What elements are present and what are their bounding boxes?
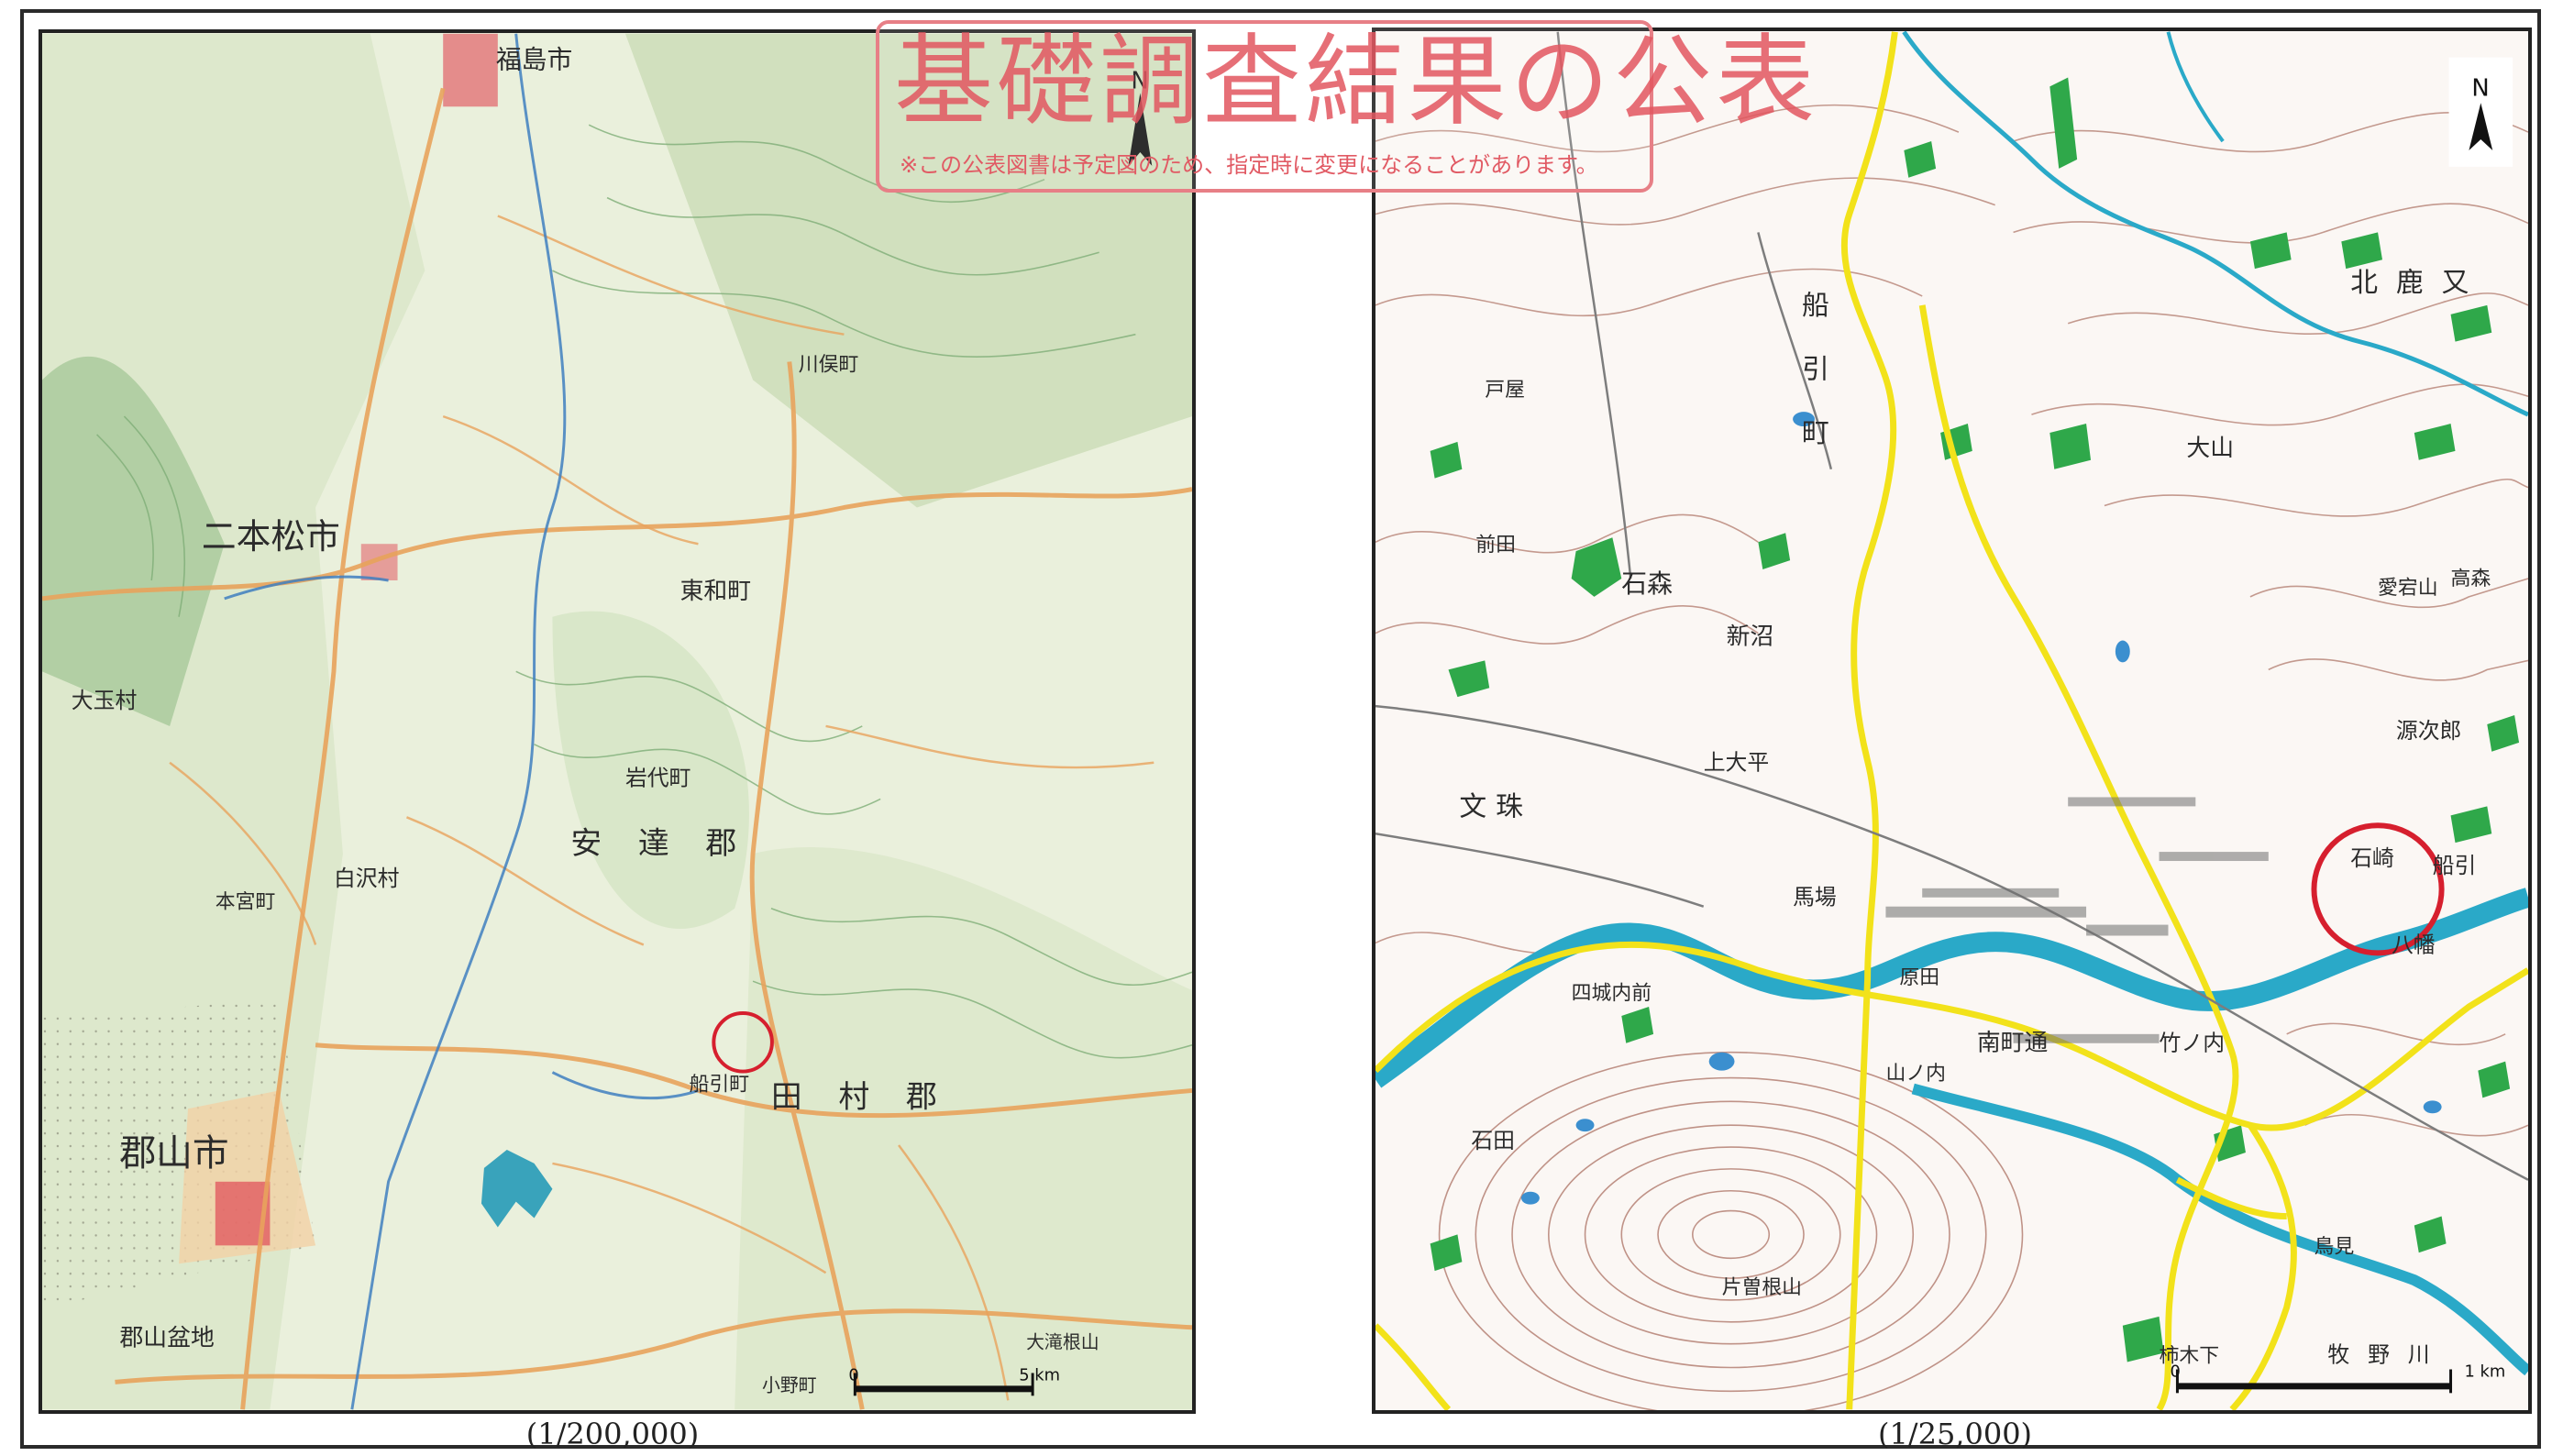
place-label: 片曽根山 — [1722, 1276, 1802, 1299]
place-label: 石森 — [1621, 568, 1673, 599]
place-label: 源次郎 — [2396, 718, 2461, 744]
place-label: 愛宕山 — [2378, 577, 2438, 600]
place-label: 牧野川 — [2327, 1342, 2447, 1368]
place-label: 小野町 — [762, 1374, 817, 1395]
scale-caption-left: (1/200,000) — [525, 1417, 700, 1451]
north-arrow-icon: N — [2448, 57, 2513, 167]
stamp-note: ※この公表図書は予定図のため、指定時に変更になることがあります。 — [900, 152, 1598, 178]
svg-text:N: N — [2471, 74, 2489, 102]
place-label: 戸屋 — [1485, 379, 1525, 402]
place-label: 上大平 — [1704, 750, 1769, 776]
svg-text:0: 0 — [2170, 1362, 2180, 1381]
scale-bar: 0 5 km — [848, 1365, 1060, 1396]
disclosure-stamp: 基礎調査結果の公表 ※この公表図書は予定図のため、指定時に変更になることがありま… — [876, 20, 1815, 193]
place-label: 川俣町 — [799, 353, 859, 376]
place-label: 四城内前 — [1572, 982, 1652, 1005]
svg-text:0: 0 — [848, 1365, 858, 1384]
place-label: 南町通 — [1977, 1030, 2049, 1057]
place-label: 二本松市 — [202, 516, 340, 557]
place-label: 本宮町 — [215, 891, 276, 914]
place-label: 大滝根山 — [1026, 1332, 1099, 1353]
place-label: 山ノ内 — [1885, 1063, 1946, 1086]
place-label: 新沼 — [1727, 623, 1774, 651]
place-label: 高森 — [2451, 568, 2491, 590]
place-label: 原田 — [1899, 966, 1939, 989]
place-label: 竹ノ内 — [2160, 1031, 2225, 1056]
place-label: 郡山市 — [119, 1132, 228, 1175]
place-label: 町 — [1802, 417, 1829, 449]
scale-caption-right: (1/25,000) — [1877, 1417, 2033, 1451]
overview-map[interactable]: 福島市 二本松市 郡山市 大玉村 安達郡 田村郡 船引町 川俣町 東和町 岩代町… — [39, 29, 1196, 1414]
place-label: 東和町 — [680, 578, 751, 605]
place-label: 大玉村 — [72, 688, 138, 713]
site-marker — [2311, 822, 2445, 956]
stamp-title: 基礎調査結果の公表 — [894, 25, 1819, 139]
place-label: 馬場 — [1793, 885, 1837, 910]
place-label: 安達郡 — [570, 825, 773, 861]
place-label: 白沢村 — [334, 866, 400, 891]
place-label: 船引 — [2433, 853, 2477, 878]
place-label: 船 — [1802, 290, 1829, 322]
place-label: 鳥見 — [2314, 1235, 2354, 1258]
detail-map[interactable]: 船 引 町 北鹿又 大山 石森 新沼 文珠 上大平 馬場 石崎 船引 八幡 原田… — [1372, 28, 2532, 1414]
place-label: 文珠 — [1459, 790, 1531, 822]
svg-text:1 km: 1 km — [2464, 1362, 2505, 1381]
place-label: 石崎 — [2350, 845, 2394, 871]
place-label: 郡山盆地 — [119, 1325, 214, 1352]
scale-bar: 0 1 km — [2170, 1362, 2505, 1394]
place-label: 田村郡 — [771, 1078, 974, 1114]
north-arrow-icon: N — [1128, 67, 1153, 166]
place-label: 福島市 — [496, 45, 572, 75]
place-label: 引 — [1802, 353, 1829, 385]
place-label: 大山 — [2186, 435, 2234, 462]
place-label: 石田 — [1471, 1128, 1515, 1153]
svg-text:N: N — [1131, 67, 1148, 94]
place-label: 北鹿又 — [2350, 267, 2487, 299]
place-label: 前田 — [1475, 534, 1516, 557]
site-marker — [712, 1010, 774, 1074]
place-label: 柿木下 — [2160, 1345, 2220, 1368]
place-label: 船引町 — [689, 1073, 749, 1096]
page-border — [20, 9, 2541, 1449]
svg-text:5 km: 5 km — [1019, 1365, 1060, 1384]
place-label: 八幡 — [2392, 932, 2436, 957]
place-label: 岩代町 — [625, 766, 690, 791]
